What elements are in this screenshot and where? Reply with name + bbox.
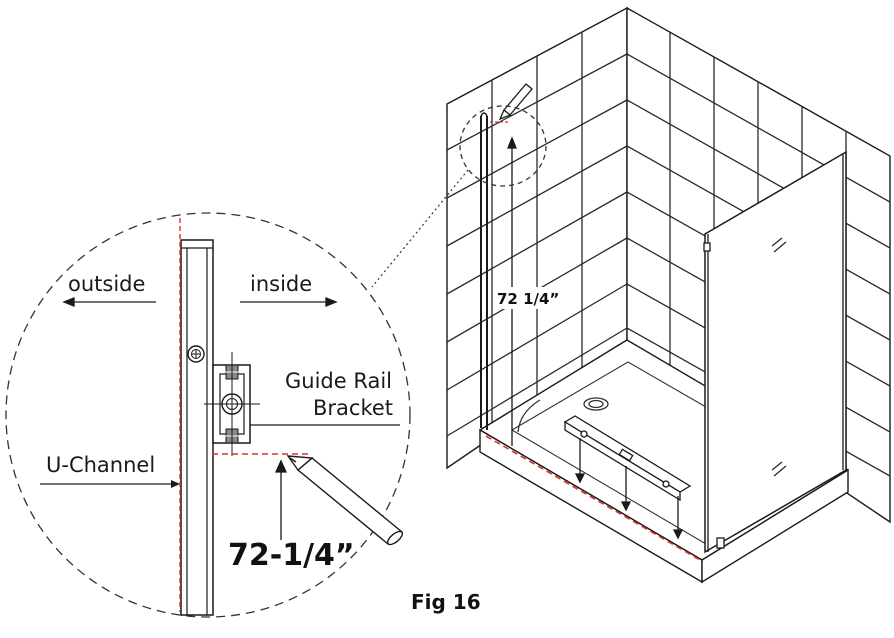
detail-view: outside inside Guide Rail Bracket U-Chan… [5,212,411,618]
glass-panel [703,150,847,554]
inside-arrow-icon [240,297,338,307]
height-arrow-detail [274,459,288,540]
bracket-label-line1: Guide Rail [285,369,392,393]
placement-arrows [574,438,684,540]
u-channel-scene [480,112,488,430]
channel-label: U-Channel [46,453,155,477]
bracket-label-line2: Bracket [313,396,393,420]
left-wall [446,6,628,470]
detail-height-label: 72-1/4” [228,538,355,573]
guide-rail [563,415,692,540]
pencil-icon-detail [286,455,404,546]
figure-caption: Fig 16 [411,590,481,614]
pencil-icon [498,83,533,121]
u-channel-detail [180,239,214,616]
screw-icon [187,345,205,363]
shower-scene [371,6,891,584]
scene-height-label: 72 1/4” [497,290,559,308]
guide-rail-bracket [204,352,260,456]
outside-label: outside [68,272,145,296]
inside-label: inside [250,272,312,296]
magnify-region [459,105,547,187]
outside-arrow-icon [62,297,156,307]
